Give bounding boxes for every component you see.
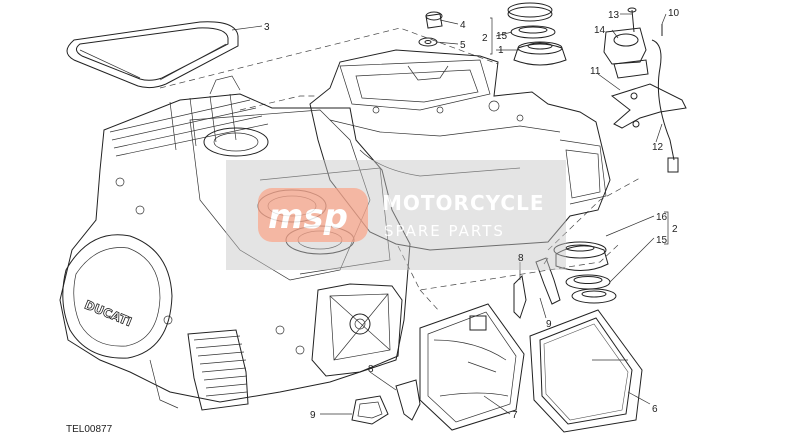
watermark-logo: msp	[258, 188, 368, 242]
bottom-clips	[351, 379, 421, 425]
upper-intake-stack	[507, 2, 567, 66]
airbox-seal	[66, 21, 239, 89]
watermark: msp MOTORCYCLE SPARE PARTS	[226, 160, 566, 270]
callout-8-bottom: 8	[368, 364, 374, 375]
callout-15-right: 15	[656, 235, 668, 246]
air-filter	[529, 309, 643, 433]
watermark-subtitle: SPARE PARTS	[384, 222, 505, 240]
assembly-guide-lines	[159, 27, 641, 313]
callout-8-right: 8	[518, 253, 524, 264]
callout-3: 3	[264, 22, 270, 33]
callout-11: 11	[590, 66, 601, 77]
callout-7: 7	[512, 410, 518, 421]
right-clips	[513, 257, 561, 319]
callout-1: 1	[498, 45, 504, 56]
callout-labels: 3 4 5 2 15 1 13 10 14 11 12 16 15 2 8 9 …	[264, 8, 680, 421]
svg-text:msp: msp	[268, 197, 348, 237]
callout-2-right: 2	[672, 224, 678, 235]
airbox-frame	[309, 49, 611, 251]
lower-intake-stack	[553, 241, 617, 304]
callout-4: 4	[460, 20, 466, 31]
callout-6: 6	[652, 404, 658, 415]
watermark-title: MOTORCYCLE	[382, 191, 544, 215]
callout-9-right: 9	[546, 319, 552, 330]
callout-12: 12	[652, 142, 664, 153]
callout-14: 14	[594, 25, 606, 36]
callout-16: 16	[656, 212, 668, 223]
drawing-reference-code: TEL00877	[66, 424, 113, 435]
grommet-and-washer	[418, 11, 443, 47]
callout-9-bottom: 9	[310, 410, 316, 421]
leader-lines	[231, 13, 669, 415]
svg-text:DUCATI: DUCATI	[83, 298, 134, 330]
callout-5: 5	[460, 40, 466, 51]
callout-10: 10	[668, 8, 680, 19]
airbox-cover-frame	[419, 303, 525, 431]
callout-13: 13	[608, 10, 620, 21]
intake-actuator-assembly	[603, 7, 687, 173]
callout-2-top: 2	[482, 33, 488, 44]
callout-15-top: 15	[496, 31, 508, 42]
